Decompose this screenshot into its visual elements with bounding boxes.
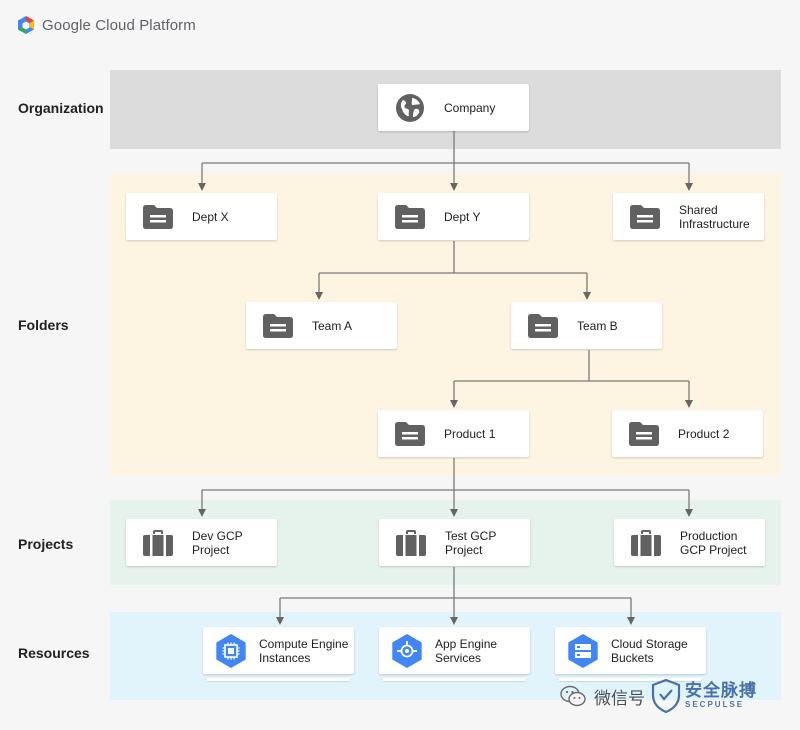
cloud-storage-icon (565, 633, 601, 669)
watermark: 微信号 安全脉搏 SECPULSE (560, 678, 757, 714)
node-label: Product 2 (678, 426, 730, 441)
logo-text: Google Cloud Platform (42, 16, 196, 34)
watermark-brand-sub: SECPULSE (685, 700, 745, 709)
node-app-engine-services[interactable]: App Engine Services (379, 627, 530, 674)
node-label: Team B (577, 318, 618, 333)
level-label-folders: Folders (18, 317, 69, 333)
folder-icon (394, 204, 426, 230)
watermark-brand: 安全脉搏 SECPULSE (685, 682, 757, 710)
globe-icon (394, 93, 426, 122)
shield-icon (651, 679, 681, 713)
node-product-1[interactable]: Product 1 (378, 410, 529, 457)
node-dev-gcp-project[interactable]: Dev GCP Project (126, 519, 277, 566)
gcp-logo: Google Cloud Platform (16, 14, 196, 36)
node-team-a[interactable]: Team A (246, 302, 397, 349)
briefcase-icon (142, 529, 174, 556)
node-production-gcp-project[interactable]: Production GCP Project (614, 519, 765, 566)
briefcase-icon (395, 529, 427, 556)
node-label: Dept Y (444, 209, 481, 224)
node-dept-y[interactable]: Dept Y (378, 193, 529, 240)
node-label: Test GCP Project (445, 528, 497, 557)
stack-shadow (207, 678, 349, 681)
node-compute-engine-instances[interactable]: Compute Engine Instances (203, 627, 354, 674)
compute-engine-icon (213, 633, 249, 669)
app-engine-icon (389, 633, 425, 669)
stack-shadow (383, 678, 525, 681)
node-shared-infrastructure[interactable]: Shared Infrastructure (613, 193, 764, 240)
node-label: Shared Infrastructure (679, 202, 750, 231)
stack-shadow (559, 678, 701, 681)
gcp-hexagon-icon (18, 16, 34, 34)
wechat-icon (560, 685, 586, 707)
node-product-2[interactable]: Product 2 (612, 410, 763, 457)
level-label-organization: Organization (18, 100, 104, 116)
node-label: Cloud Storage Buckets (611, 636, 688, 665)
folder-icon (527, 313, 559, 339)
node-company[interactable]: Company (378, 84, 529, 131)
node-label: Compute Engine Instances (259, 636, 349, 665)
node-dept-x[interactable]: Dept X (126, 193, 277, 240)
node-label: Dev GCP Project (192, 528, 243, 557)
node-cloud-storage-buckets[interactable]: Cloud Storage Buckets (555, 627, 706, 674)
node-label: Production GCP Project (680, 528, 747, 557)
node-label: Dept X (192, 209, 229, 224)
folder-icon (629, 204, 661, 230)
folder-icon (394, 421, 426, 447)
folder-icon (262, 313, 294, 339)
folder-icon (628, 421, 660, 447)
level-label-projects: Projects (18, 536, 74, 552)
briefcase-icon (630, 529, 662, 556)
level-label-resources: Resources (18, 645, 90, 661)
folder-icon (142, 204, 174, 230)
node-test-gcp-project[interactable]: Test GCP Project (379, 519, 530, 566)
watermark-brand-main: 安全脉搏 (685, 681, 757, 700)
node-label: App Engine Services (435, 636, 498, 665)
node-label: Team A (312, 318, 353, 333)
node-team-b[interactable]: Team B (511, 302, 662, 349)
node-label: Product 1 (444, 426, 496, 441)
node-label: Company (444, 100, 496, 115)
watermark-channel-label: 微信号 (594, 688, 645, 708)
